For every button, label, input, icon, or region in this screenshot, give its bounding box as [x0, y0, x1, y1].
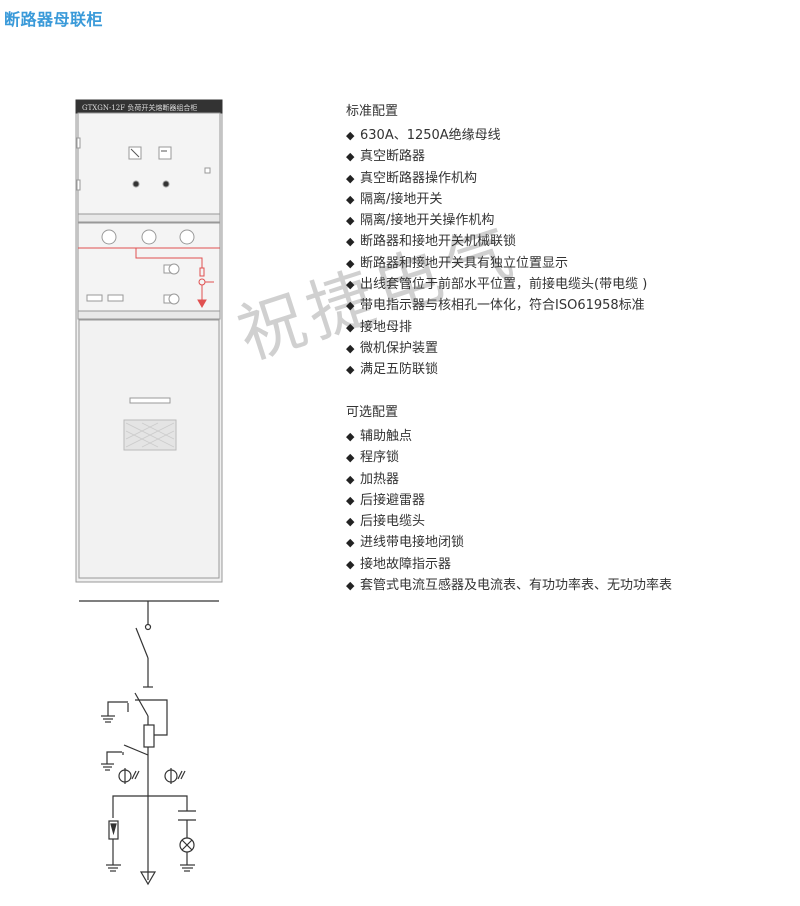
list-item-label: 套管式电流互感器及电流表、有功功率表、无功功率表 — [360, 578, 673, 594]
diamond-bullet-icon: ◆ — [346, 430, 355, 443]
list-item-label: 隔离/接地开关 — [360, 191, 443, 207]
diamond-bullet-icon: ◆ — [346, 493, 355, 507]
list-item-label: 进线带电接地闭锁 — [360, 535, 465, 551]
list-item-label: 后接避雷器 — [360, 492, 426, 508]
list-item-label: 真空断路器 — [360, 149, 426, 165]
diamond-bullet-icon: ◆ — [346, 129, 355, 142]
diamond-bullet-icon: ◆ — [346, 256, 355, 270]
list-item-label: 真空断路器操作机构 — [360, 170, 478, 186]
diamond-bullet-icon: ◆ — [346, 320, 355, 334]
diamond-bullet-icon: ◆ — [346, 150, 355, 164]
list-item: ◆ 满足五防联锁 — [346, 359, 647, 380]
list-item: ◆ 断路器和接地开关具有独立位置显示 — [346, 253, 647, 274]
list-item-label: 接地母排 — [360, 319, 413, 335]
list-item-label: 630A、1250A绝缘母线 — [360, 128, 501, 143]
list-item: ◆ 隔离/接地开关操作机构 — [346, 210, 647, 231]
diamond-bullet-icon: ◆ — [346, 579, 355, 593]
list-item-label: 加热器 — [360, 471, 400, 487]
nameplate-text: GTXGN-12F 负荷开关熔断器组合柜 — [82, 103, 197, 112]
list-item-label: 隔离/接地开关操作机构 — [360, 213, 495, 229]
list-item-label: 断路器和接地开关具有独立位置显示 — [360, 255, 569, 271]
list-item: ◆ 微机保护装置 — [346, 338, 647, 359]
diamond-bullet-icon: ◆ — [346, 299, 355, 313]
section-heading: 标准配置 — [346, 104, 399, 119]
list-item: ◆ 隔离/接地开关 — [346, 189, 647, 210]
list-item: ◆ 程序锁 — [346, 447, 672, 468]
list-item: ◆ 加热器 — [346, 469, 672, 490]
list-item: ◆ 630A、1250A绝缘母线 — [346, 125, 647, 146]
mimic-diagram — [78, 247, 220, 309]
list-item-label: 程序锁 — [360, 450, 400, 466]
list-item: ◆ 后接电缆头 — [346, 511, 672, 532]
list-item-label: 后接电缆头 — [360, 514, 426, 530]
diamond-bullet-icon: ◆ — [346, 192, 355, 206]
diamond-bullet-icon: ◆ — [346, 341, 355, 355]
section-heading: 可选配置 — [346, 405, 399, 420]
diamond-bullet-icon: ◆ — [346, 214, 355, 228]
list-item: ◆ 后接避雷器 — [346, 490, 672, 511]
list-item-label: 接地故障指示器 — [360, 556, 452, 572]
list-item: ◆ 辅助触点 — [346, 426, 672, 447]
diamond-bullet-icon: ◆ — [346, 363, 355, 377]
page-title: 断路器母联柜 — [4, 10, 104, 29]
diamond-bullet-icon: ◆ — [346, 235, 355, 249]
diamond-bullet-icon: ◆ — [346, 171, 355, 185]
standard-config-section: 标准配置 ◆ 630A、1250A绝缘母线 ◆ 真空断路器 ◆ 真空断路器操作机构 ◆ 隔离/… — [346, 101, 647, 381]
single-line-diagram — [79, 600, 219, 886]
diamond-bullet-icon: ◆ — [346, 557, 355, 571]
list-item: ◆ 真空断路器 — [346, 146, 647, 167]
list-item: ◆ 带电指示器与核相孔一体化，符合ISO61958标准 — [346, 295, 647, 316]
list-item-label: 辅助触点 — [360, 429, 413, 444]
list-item-label: 微机保护装置 — [360, 340, 439, 356]
list-item: ◆ 接地母排 — [346, 317, 647, 338]
list-item-label: 断路器和接地开关机械联锁 — [360, 234, 517, 250]
list-item: ◆ 断路器和接地开关机械联锁 — [346, 231, 647, 252]
list-item: ◆ 套管式电流互感器及电流表、有功功率表、无功功率表 — [346, 575, 672, 596]
list-item-label: 出线套管位于前部水平位置，前接电缆头(带电缆 ) — [360, 277, 648, 293]
vent-grille — [125, 422, 175, 448]
diamond-bullet-icon: ◆ — [346, 472, 355, 486]
cabinet-front — [75, 99, 223, 583]
diamond-bullet-icon: ◆ — [346, 451, 355, 465]
list-item: ◆ 接地故障指示器 — [346, 554, 672, 575]
diamond-bullet-icon: ◆ — [346, 278, 355, 292]
diamond-bullet-icon: ◆ — [346, 536, 355, 550]
optional-config-section: 可选配置 ◆辅助触点◆程序锁◆加热器◆后接避雷器◆后接电缆头◆进线带电接地闭锁◆… — [346, 402, 672, 596]
list-item-label: 带电指示器与核相孔一体化，符合ISO61958标准 — [360, 298, 645, 314]
list-item: ◆ 进线带电接地闭锁 — [346, 532, 672, 553]
list-item-label: 满足五防联锁 — [360, 362, 439, 378]
diamond-bullet-icon: ◆ — [346, 515, 355, 529]
list-item: ◆ 真空断路器操作机构 — [346, 168, 647, 189]
list-item: ◆ 出线套管位于前部水平位置，前接电缆头(带电缆 ) — [346, 274, 647, 295]
